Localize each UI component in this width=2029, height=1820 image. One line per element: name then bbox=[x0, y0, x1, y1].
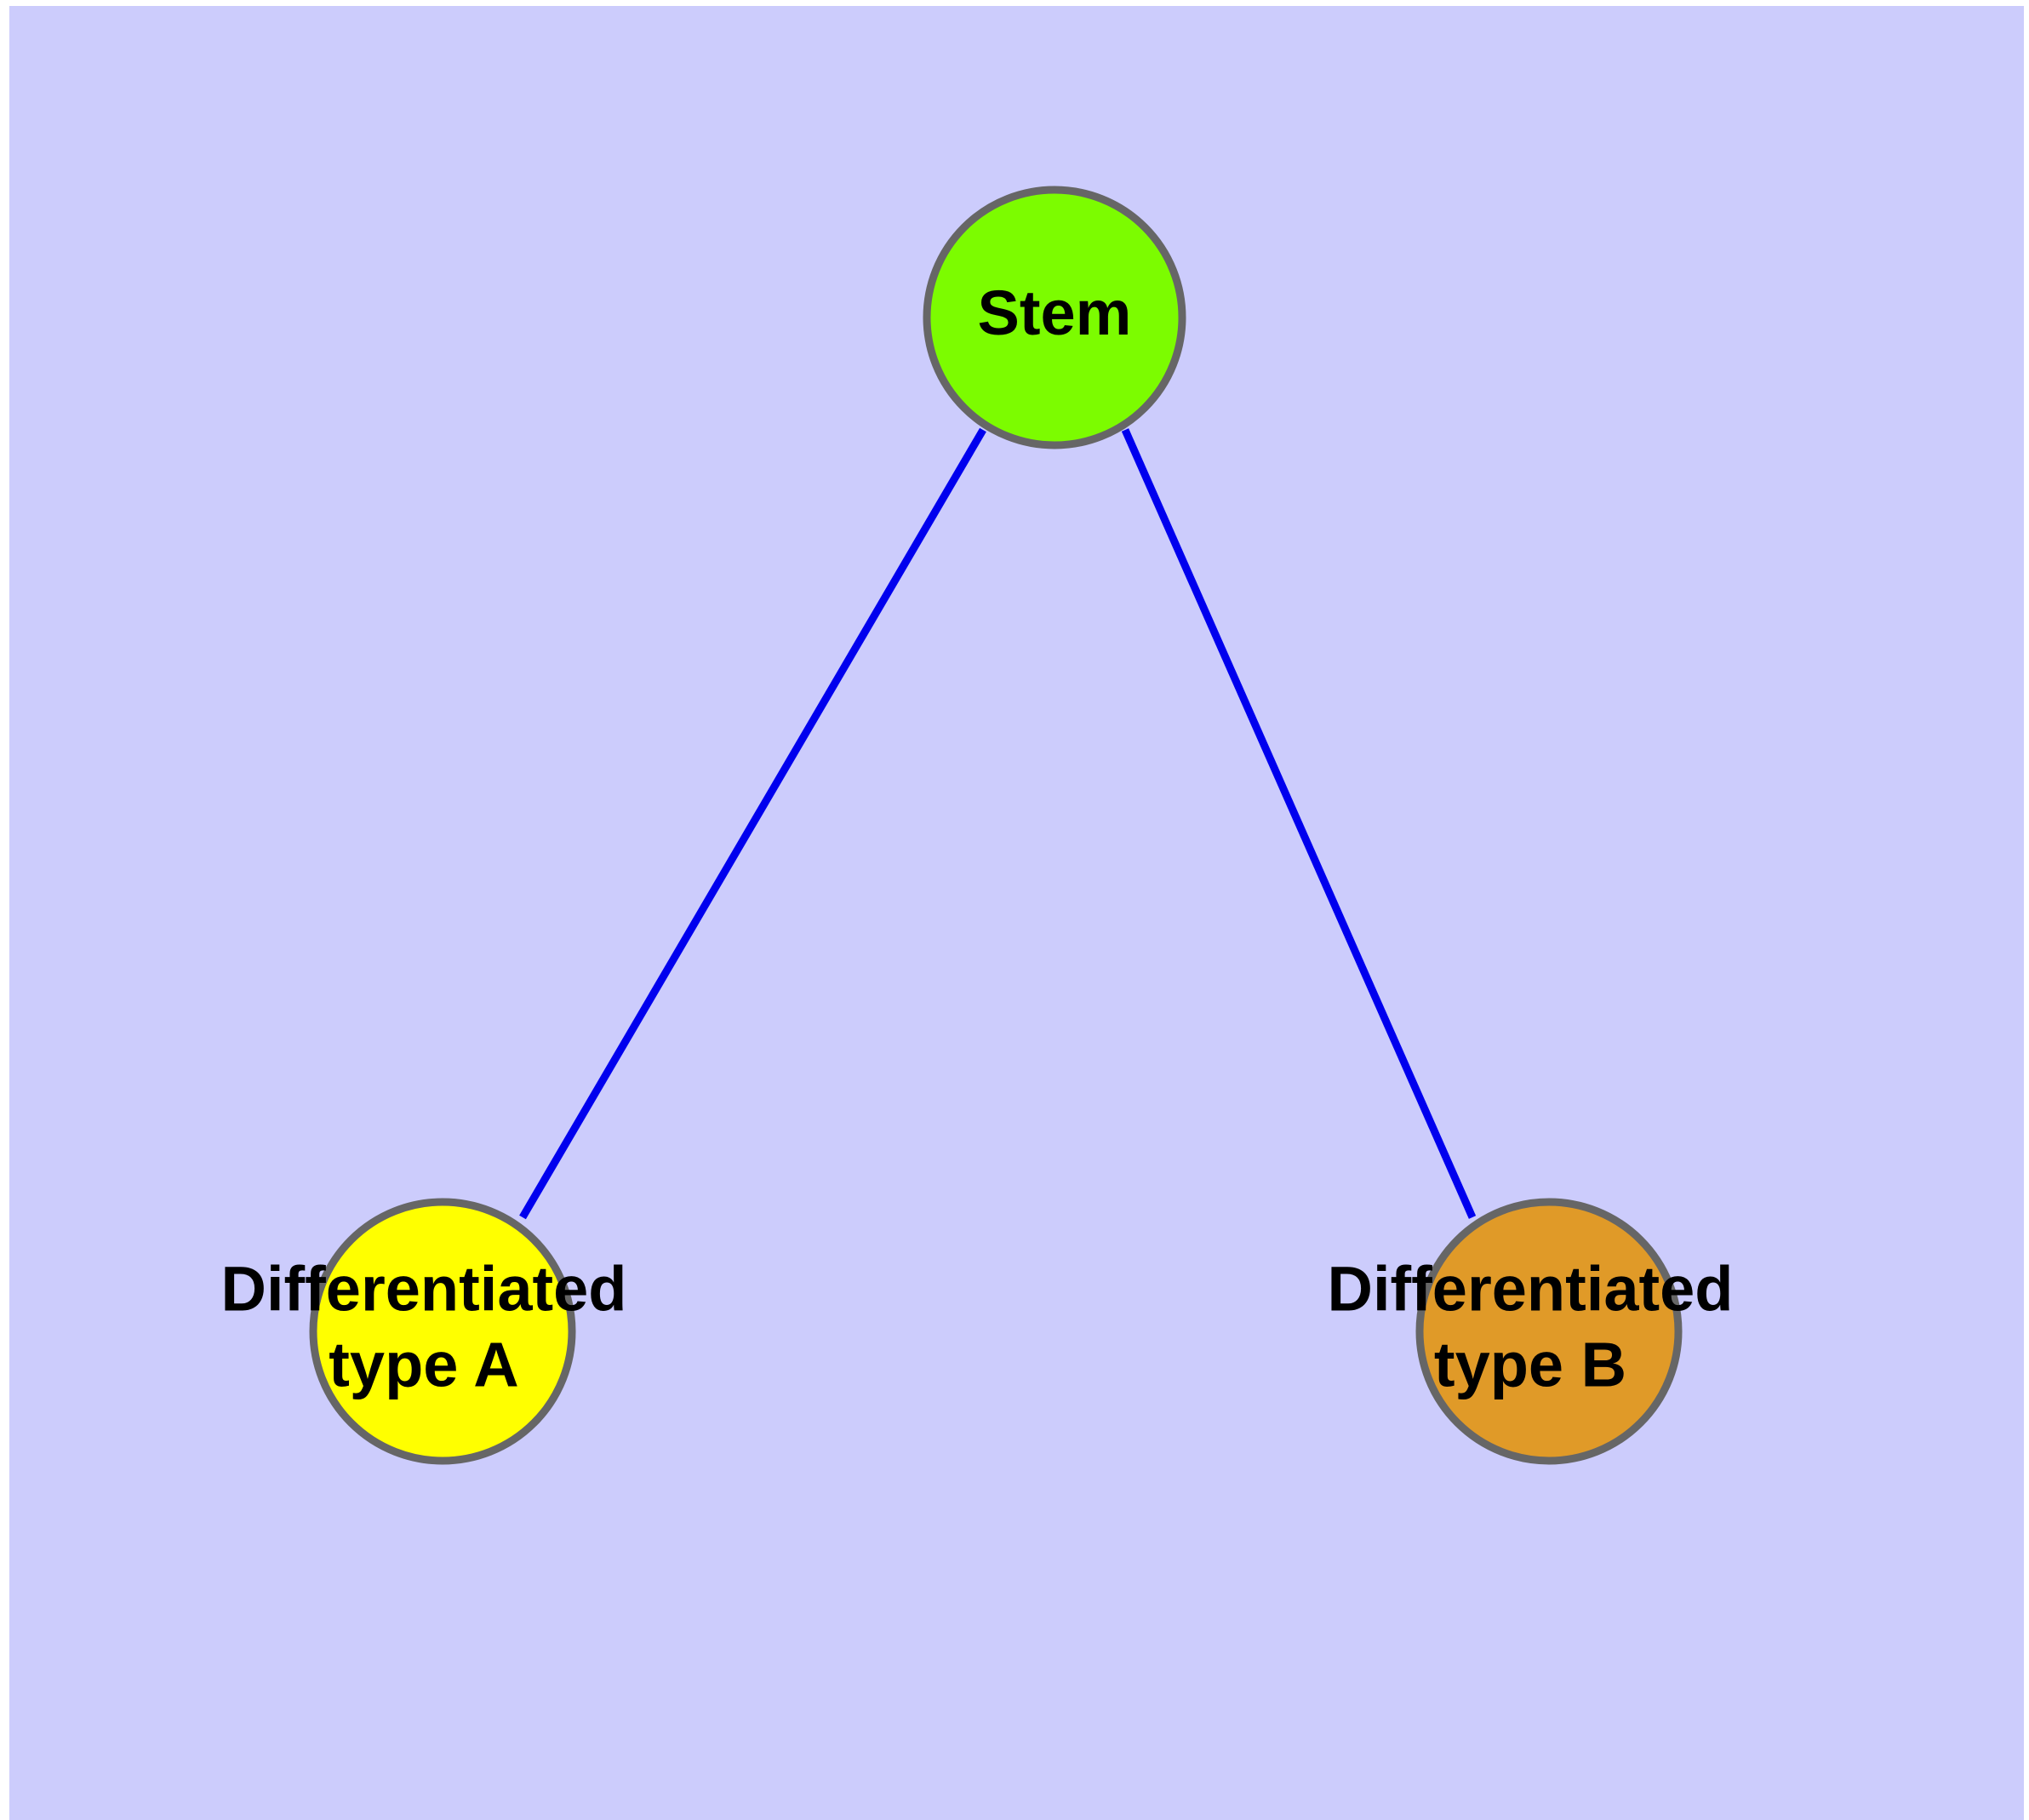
node-label-line: Stem bbox=[978, 278, 1132, 348]
node-label-line: type A bbox=[329, 1329, 518, 1399]
node-label-line: Differentiated bbox=[1328, 1253, 1734, 1324]
edge-stem-to-differentiated-type-b[interactable] bbox=[1121, 428, 1477, 1219]
node-circle-differentiated-type-a[interactable] bbox=[309, 1198, 576, 1465]
node-label-line: Differentiated bbox=[221, 1253, 627, 1324]
node-label-line: type B bbox=[1434, 1329, 1626, 1399]
node-circle-stem[interactable] bbox=[923, 186, 1186, 449]
node-stem[interactable]: Stem bbox=[923, 186, 1186, 449]
edges-layer bbox=[519, 427, 1477, 1220]
node-label-stem: Stem bbox=[978, 278, 1132, 348]
edge-stem-to-differentiated-type-a[interactable] bbox=[519, 427, 986, 1220]
node-circle-differentiated-type-b[interactable] bbox=[1415, 1198, 1683, 1465]
